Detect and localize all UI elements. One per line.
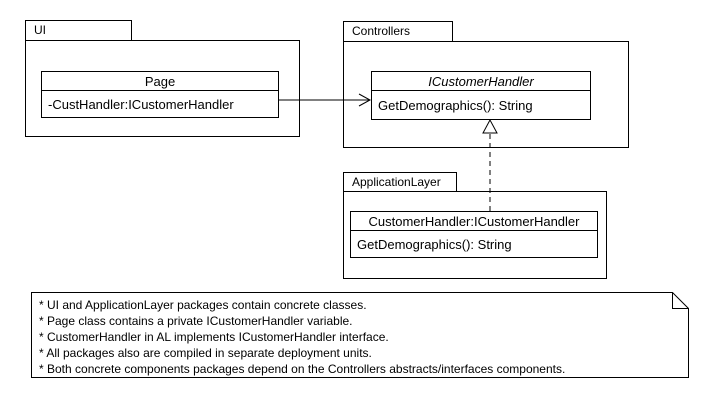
class-customerhandler-title: CustomerHandler:ICustomerHandler	[351, 212, 597, 231]
class-page-attribute: -CustHandler:ICustomerHandler	[48, 96, 234, 112]
note-outline	[31, 292, 689, 378]
note-line: * Both concrete components packages depe…	[39, 362, 566, 376]
class-icustomerhandler-title: ICustomerHandler	[372, 72, 590, 91]
class-icustomerhandler-method: GetDemographics(): String	[378, 97, 533, 113]
note-line: * UI and ApplicationLayer packages conta…	[39, 298, 367, 312]
note-line: * CustomerHandler in AL implements ICust…	[39, 330, 389, 344]
note-fold-icon	[672, 292, 689, 309]
class-customerhandler-method: GetDemographics(): String	[357, 236, 512, 252]
class-page: Page -CustHandler:ICustomerHandler	[41, 71, 279, 118]
package-applicationlayer-label: ApplicationLayer	[352, 175, 441, 189]
package-controllers-tab: Controllers	[343, 21, 453, 42]
note-text: * UI and ApplicationLayer packages conta…	[39, 297, 669, 377]
uml-note: * UI and ApplicationLayer packages conta…	[31, 292, 689, 378]
note-line: * All packages also are compiled in sepa…	[39, 346, 372, 360]
package-controllers-label: Controllers	[352, 24, 411, 38]
class-customerhandler: CustomerHandler:ICustomerHandler GetDemo…	[350, 211, 598, 258]
package-ui-tab: UI	[25, 20, 132, 41]
package-ui-label: UI	[34, 23, 46, 37]
class-page-title: Page	[42, 72, 278, 91]
package-applicationlayer-tab: ApplicationLayer	[343, 172, 457, 192]
class-icustomerhandler: ICustomerHandler GetDemographics(): Stri…	[371, 71, 591, 120]
note-line: * Page class contains a private ICustome…	[39, 314, 353, 328]
note-shape	[31, 292, 689, 378]
